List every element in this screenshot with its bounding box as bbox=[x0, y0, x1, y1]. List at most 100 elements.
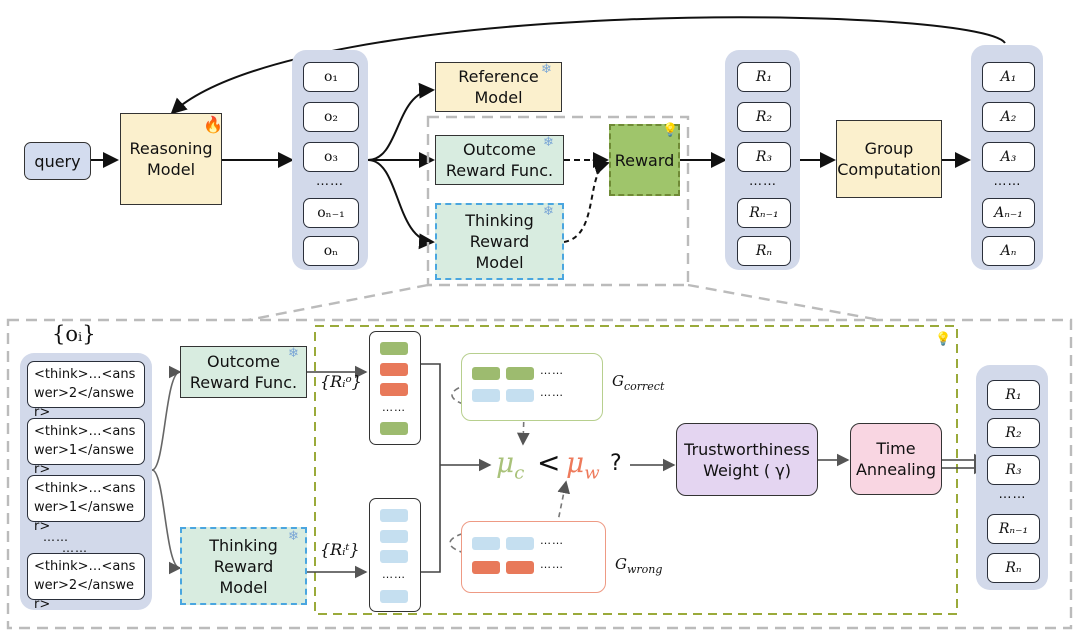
think-output-item: <think>…<answer>1</answer> bbox=[27, 475, 145, 534]
time-annealing-line1: Time bbox=[876, 439, 916, 458]
wrong-group-chip bbox=[472, 561, 500, 574]
outcome-rewards-set-label: {Rᵢᵒ} bbox=[320, 372, 362, 391]
reward-label: Reward bbox=[614, 150, 675, 170]
thinking-reward-chip bbox=[380, 590, 408, 603]
wrong-group-box bbox=[461, 521, 606, 593]
output-cell: o₂ bbox=[303, 102, 359, 132]
mu-correct: μc bbox=[496, 446, 525, 484]
reasoning-model-line1: Reasoning bbox=[129, 139, 213, 158]
advantage-cell: Aₙ₋₁ bbox=[982, 198, 1035, 228]
reward-box: Reward bbox=[609, 124, 680, 196]
outcome-reward-chip bbox=[380, 342, 408, 355]
final-reward-cell: R₁ bbox=[987, 380, 1040, 410]
lightbulb-icon: 💡 bbox=[662, 123, 679, 138]
reward-cell: Rₙ₋₁ bbox=[737, 198, 791, 228]
thinking-reward-detail-line3: Model bbox=[219, 577, 268, 597]
output-ellipsis: …… bbox=[316, 174, 344, 189]
wrong-group-chip bbox=[506, 537, 534, 550]
query-label: query bbox=[34, 151, 81, 171]
correct-group-label: Gcorrect bbox=[612, 372, 665, 393]
trust-weight-line2: Weight ( γ) bbox=[703, 460, 791, 480]
correct-group-chip bbox=[506, 367, 534, 380]
advantage-cell: A₁ bbox=[982, 62, 1035, 92]
query-box: query bbox=[24, 142, 91, 180]
correct-group-chip bbox=[472, 389, 500, 402]
mu-wrong: μw bbox=[566, 446, 600, 484]
snowflake-icon: ❄ bbox=[541, 62, 552, 77]
outcome-reward-detail-line2: Reward Func. bbox=[189, 373, 298, 392]
outcome-reward-chip bbox=[380, 422, 408, 435]
snowflake-icon: ❄ bbox=[288, 346, 299, 361]
trust-weight-line1: Trustworthiness bbox=[684, 439, 810, 459]
correct-group-ellipsis: …… bbox=[540, 386, 564, 399]
output-cell: oₙ bbox=[303, 236, 359, 266]
reward-ellipsis: …… bbox=[749, 174, 777, 189]
think-ellipsis: …… bbox=[62, 541, 88, 555]
thinking-reward-line1: Thinking bbox=[465, 211, 534, 230]
outcome-reward-line2: Reward Func. bbox=[445, 161, 554, 180]
advantage-cell: A₃ bbox=[982, 142, 1035, 172]
reward-cell: Rₙ bbox=[737, 236, 791, 266]
thinking-reward-detail-line2: Reward bbox=[213, 556, 274, 576]
outcome-reward-chip bbox=[380, 363, 408, 376]
thinking-rewards-set-label: {Rᵢᵗ} bbox=[320, 540, 360, 559]
outcome-reward-chip bbox=[380, 383, 408, 396]
final-reward-cell: R₃ bbox=[987, 455, 1040, 485]
think-output-item: <think>…<answer>2</answer> bbox=[27, 553, 145, 612]
snowflake-icon: ❄ bbox=[543, 135, 554, 150]
wrong-group-chip bbox=[472, 537, 500, 550]
output-cell: oₙ₋₁ bbox=[303, 198, 359, 228]
reward-cell: R₃ bbox=[737, 142, 791, 172]
outcome-reward-detail-line1: Outcome bbox=[206, 352, 280, 371]
correct-group-chip bbox=[506, 389, 534, 402]
final-reward-ellipsis: …… bbox=[998, 487, 1027, 502]
thinking-reward-chip bbox=[380, 550, 408, 563]
think-ellipsis: …… bbox=[43, 530, 69, 544]
advantage-ellipsis: …… bbox=[993, 174, 1022, 189]
think-output-item: <think>…<answer>2</answer> bbox=[27, 361, 145, 420]
advantage-cell: A₂ bbox=[982, 102, 1035, 132]
reward-cell: R₂ bbox=[737, 102, 791, 132]
wrong-group-chip bbox=[506, 561, 534, 574]
lightbulb-icon: 💡 bbox=[935, 332, 952, 347]
thinking-reward-chip bbox=[380, 509, 408, 522]
reward-cell: R₁ bbox=[737, 62, 791, 92]
question-mark: ? bbox=[610, 451, 622, 476]
outcome-reward-ellipsis: …… bbox=[382, 401, 406, 414]
reasoning-model-line2: Model bbox=[146, 160, 196, 179]
final-reward-cell: Rₙ₋₁ bbox=[987, 514, 1040, 544]
final-reward-cell: R₂ bbox=[987, 418, 1040, 448]
final-reward-cell: Rₙ bbox=[987, 553, 1040, 583]
group-computation-line2: Computation bbox=[837, 160, 941, 179]
fire-icon: 🔥 bbox=[203, 115, 223, 134]
outcome-reward-line1: Outcome bbox=[462, 140, 536, 159]
snowflake-icon: ❄ bbox=[543, 204, 554, 219]
think-output-item: <think>…<answer>1</answer> bbox=[27, 418, 145, 477]
outputs-set-label: {oᵢ} bbox=[52, 322, 96, 346]
wrong-group-ellipsis: …… bbox=[540, 558, 564, 571]
correct-group-chip bbox=[472, 367, 500, 380]
wrong-group-ellipsis: …… bbox=[540, 534, 564, 547]
time-annealing-line2: Annealing bbox=[855, 460, 937, 479]
thinking-reward-detail-line1: Thinking bbox=[209, 535, 278, 555]
group-computation-line1: Group bbox=[864, 139, 914, 158]
reference-model-line1: Reference bbox=[458, 67, 539, 86]
thinking-reward-chip bbox=[380, 530, 408, 543]
reference-model-line2: Model bbox=[474, 88, 523, 107]
advantage-cell: Aₙ bbox=[982, 236, 1035, 266]
less-than-sign: < bbox=[537, 446, 561, 479]
output-cell: o₃ bbox=[303, 142, 359, 172]
correct-group-ellipsis: …… bbox=[540, 364, 564, 377]
thinking-reward-line3: Model bbox=[475, 253, 524, 272]
thinking-reward-ellipsis: …… bbox=[382, 568, 406, 581]
thinking-reward-line2: Reward bbox=[469, 232, 530, 251]
